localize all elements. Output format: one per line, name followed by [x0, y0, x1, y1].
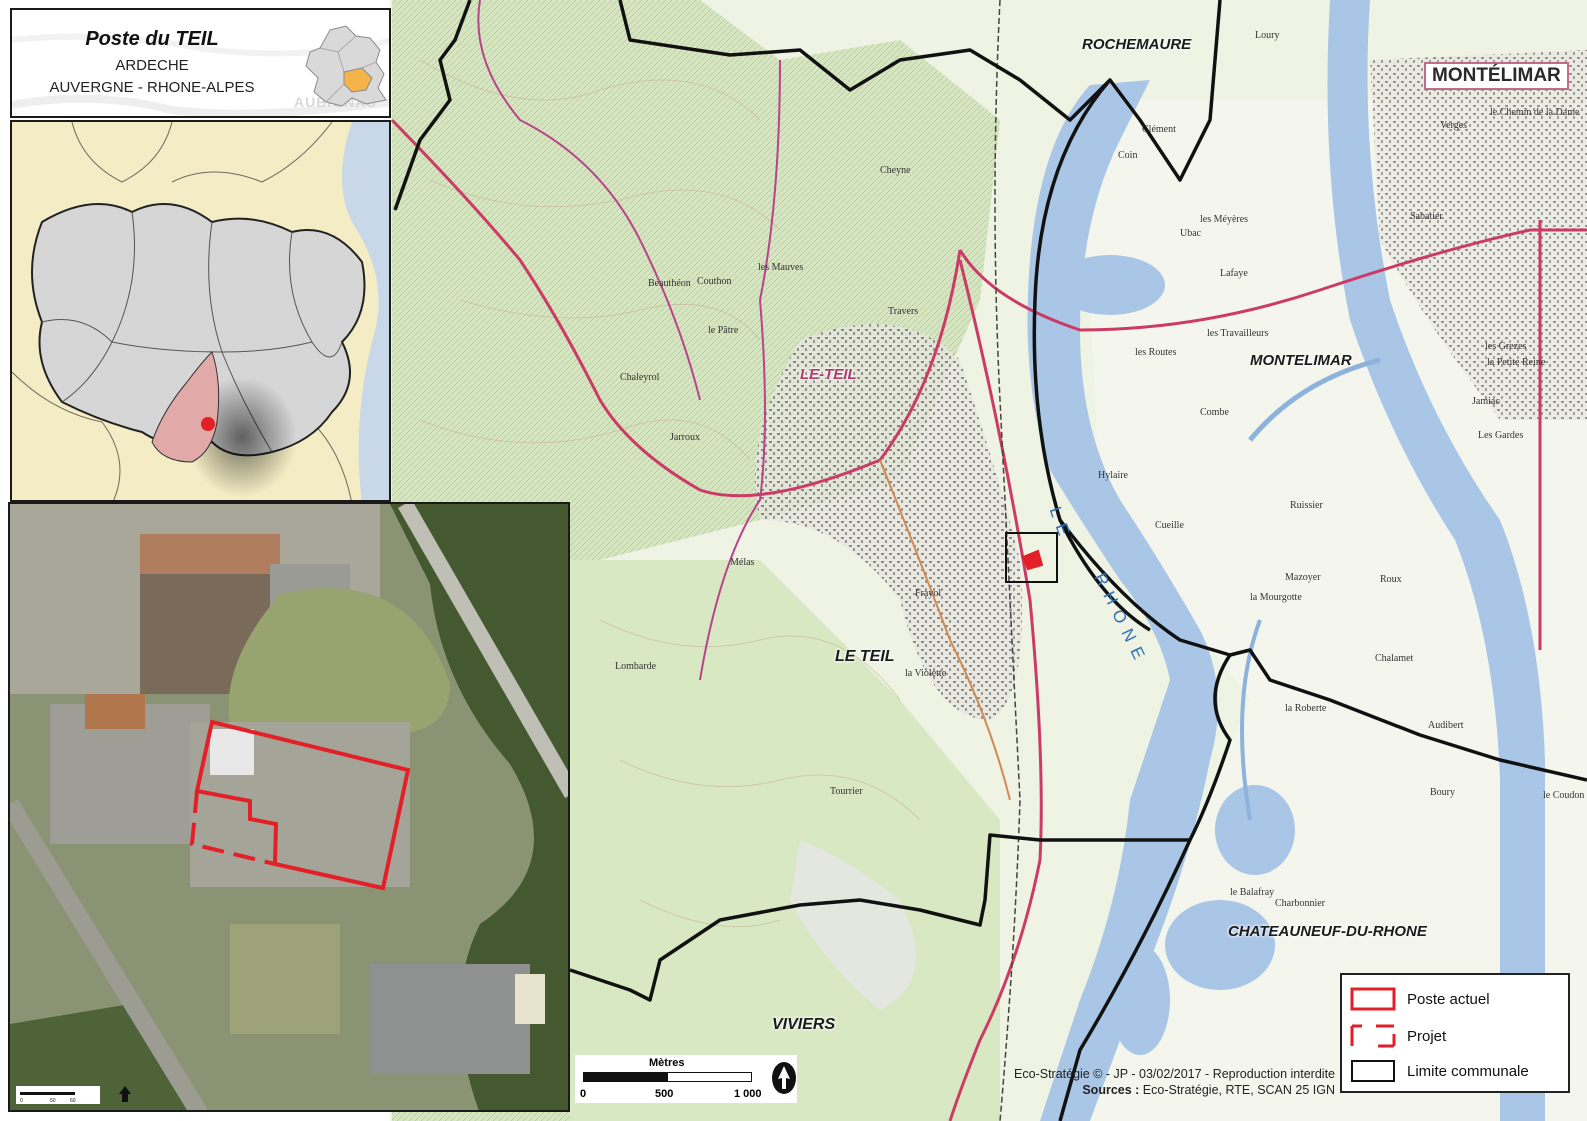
scale-tick-0: 0	[580, 1088, 587, 1100]
topo-label: le Pâtre	[708, 325, 739, 336]
scale-tick-500: 500	[655, 1088, 674, 1100]
location-dot-icon	[201, 417, 215, 431]
topo-label: Charbonnier	[1275, 898, 1325, 909]
topo-label: les Routes	[1135, 347, 1177, 358]
aerial-photo-inset: 0 50 60	[8, 502, 570, 1112]
credits-line: Eco-Stratégie © - JP - 03/02/2017 - Repr…	[1014, 1067, 1335, 1081]
place-montelimar-box: MONTÉLIMAR	[1424, 62, 1569, 90]
place-chateauneuf: CHATEAUNEUF-DU-RHONE	[1228, 923, 1427, 940]
topo-label: le Coudon	[1543, 790, 1585, 801]
topo-label: la Roberte	[1285, 703, 1327, 714]
place-viviers: VIVIERS	[772, 1016, 836, 1033]
topo-label: Les Gardes	[1478, 430, 1524, 441]
topo-label: le Chemin de la Dame	[1490, 107, 1580, 118]
poste-actuel-outline	[194, 719, 411, 891]
topo-label: Mélas	[730, 557, 755, 568]
topo-label: Travers	[888, 306, 919, 317]
topo-label: Hylaire	[1098, 470, 1128, 481]
scale-bar: Mètres 0 500 1 000	[575, 1055, 797, 1103]
place-le-teil-commune: LE TEIL	[835, 648, 895, 665]
topo-label: Lombarde	[615, 661, 657, 672]
poste-actuel-symbol-icon	[1350, 987, 1396, 1011]
scale-tick-1000: 1 000	[734, 1088, 762, 1100]
topo-label: Clément	[1142, 124, 1176, 135]
topo-label: Lafaye	[1220, 268, 1248, 279]
legend-item-projet: Projet	[1350, 1024, 1565, 1050]
map-department: ARDECHE	[115, 57, 189, 74]
topo-label: Roux	[1380, 574, 1402, 585]
topo-label: Verges	[1440, 120, 1468, 131]
topo-label: Jamiac	[1472, 396, 1500, 407]
topo-label: Coin	[1118, 150, 1138, 161]
aerial-photo-drawing: 0 50 60	[10, 504, 568, 1110]
legend-label-limite-communale: Limite communale	[1407, 1063, 1529, 1080]
scale-bar-track	[583, 1072, 752, 1082]
topo-label: Beauthéon	[648, 278, 691, 289]
place-rochemaure: ROCHEMAURE	[1082, 36, 1192, 53]
north-arrow-icon	[772, 1062, 796, 1094]
sources-text: Eco-Stratégie, RTE, SCAN 25 IGN	[1142, 1083, 1335, 1097]
topo-label: la Mourgotte	[1250, 592, 1302, 603]
topo-label: Loury	[1255, 30, 1280, 41]
legend: Poste actuel Projet Limite communale	[1340, 973, 1570, 1093]
map-region: AUVERGNE - RHONE-ALPES	[49, 79, 255, 96]
scale-unit: Mètres	[649, 1057, 685, 1069]
topo-label: Tourrier	[830, 786, 863, 797]
topo-label: les Travailleurs	[1207, 328, 1269, 339]
topo-label: Frayol	[915, 588, 942, 599]
topo-label: Cueille	[1155, 520, 1184, 531]
topo-label: Boury	[1430, 787, 1455, 798]
credits: Eco-Stratégie © - JP - 03/02/2017 - Repr…	[980, 1066, 1335, 1098]
title-box: Poste du TEIL ARDECHE AUVERGNE - RHONE-A…	[10, 8, 391, 118]
topo-label: Chalamet	[1375, 653, 1414, 664]
topo-label: Audibert	[1428, 720, 1464, 731]
topo-label: la Violette	[905, 668, 947, 679]
legend-label-projet: Projet	[1407, 1028, 1447, 1045]
topo-label: Cheyne	[880, 165, 911, 176]
topo-label: la Petite Reine	[1487, 357, 1546, 368]
svg-text:60: 60	[70, 1098, 76, 1104]
place-montelimar: MONTELIMAR	[1250, 352, 1352, 369]
svg-text:50: 50	[50, 1098, 56, 1104]
inset-north-arrow-icon	[119, 1086, 131, 1102]
credits-sources: Sources : Eco-Stratégie, RTE, SCAN 25 IG…	[980, 1082, 1335, 1098]
topo-label: les Mauves	[758, 262, 804, 273]
topo-label: les Méyères	[1200, 214, 1249, 225]
topo-label: Sabatier	[1410, 211, 1443, 222]
map-title: Poste du TEIL	[85, 28, 219, 50]
limite-communale-symbol-icon	[1351, 1060, 1395, 1082]
region-locator-map	[10, 120, 391, 502]
topo-label: Ruissier	[1290, 500, 1323, 511]
region-map-drawing	[12, 122, 389, 500]
topo-label: Chaleyrol	[620, 372, 660, 383]
legend-item-poste-actuel: Poste actuel	[1350, 987, 1565, 1013]
topo-label: Mazoyer	[1285, 572, 1321, 583]
topo-label: Ubac	[1180, 228, 1202, 239]
topo-label: Combe	[1200, 407, 1229, 418]
sources-label: Sources :	[1082, 1083, 1140, 1097]
topo-label: Couthon	[697, 276, 732, 287]
svg-text:0: 0	[20, 1098, 23, 1104]
topo-label: Jarroux	[670, 432, 700, 443]
projet-outline	[189, 790, 276, 866]
projet-symbol-icon	[1350, 1024, 1396, 1048]
place-le-teil-town: LE-TEIL	[800, 366, 857, 383]
france-locator-map	[305, 25, 387, 107]
legend-label-poste-actuel: Poste actuel	[1407, 991, 1490, 1008]
topo-label: les Grezes	[1485, 341, 1527, 352]
legend-item-limite-communale: Limite communale	[1350, 1059, 1565, 1085]
topo-label: le Balafray	[1230, 887, 1275, 898]
